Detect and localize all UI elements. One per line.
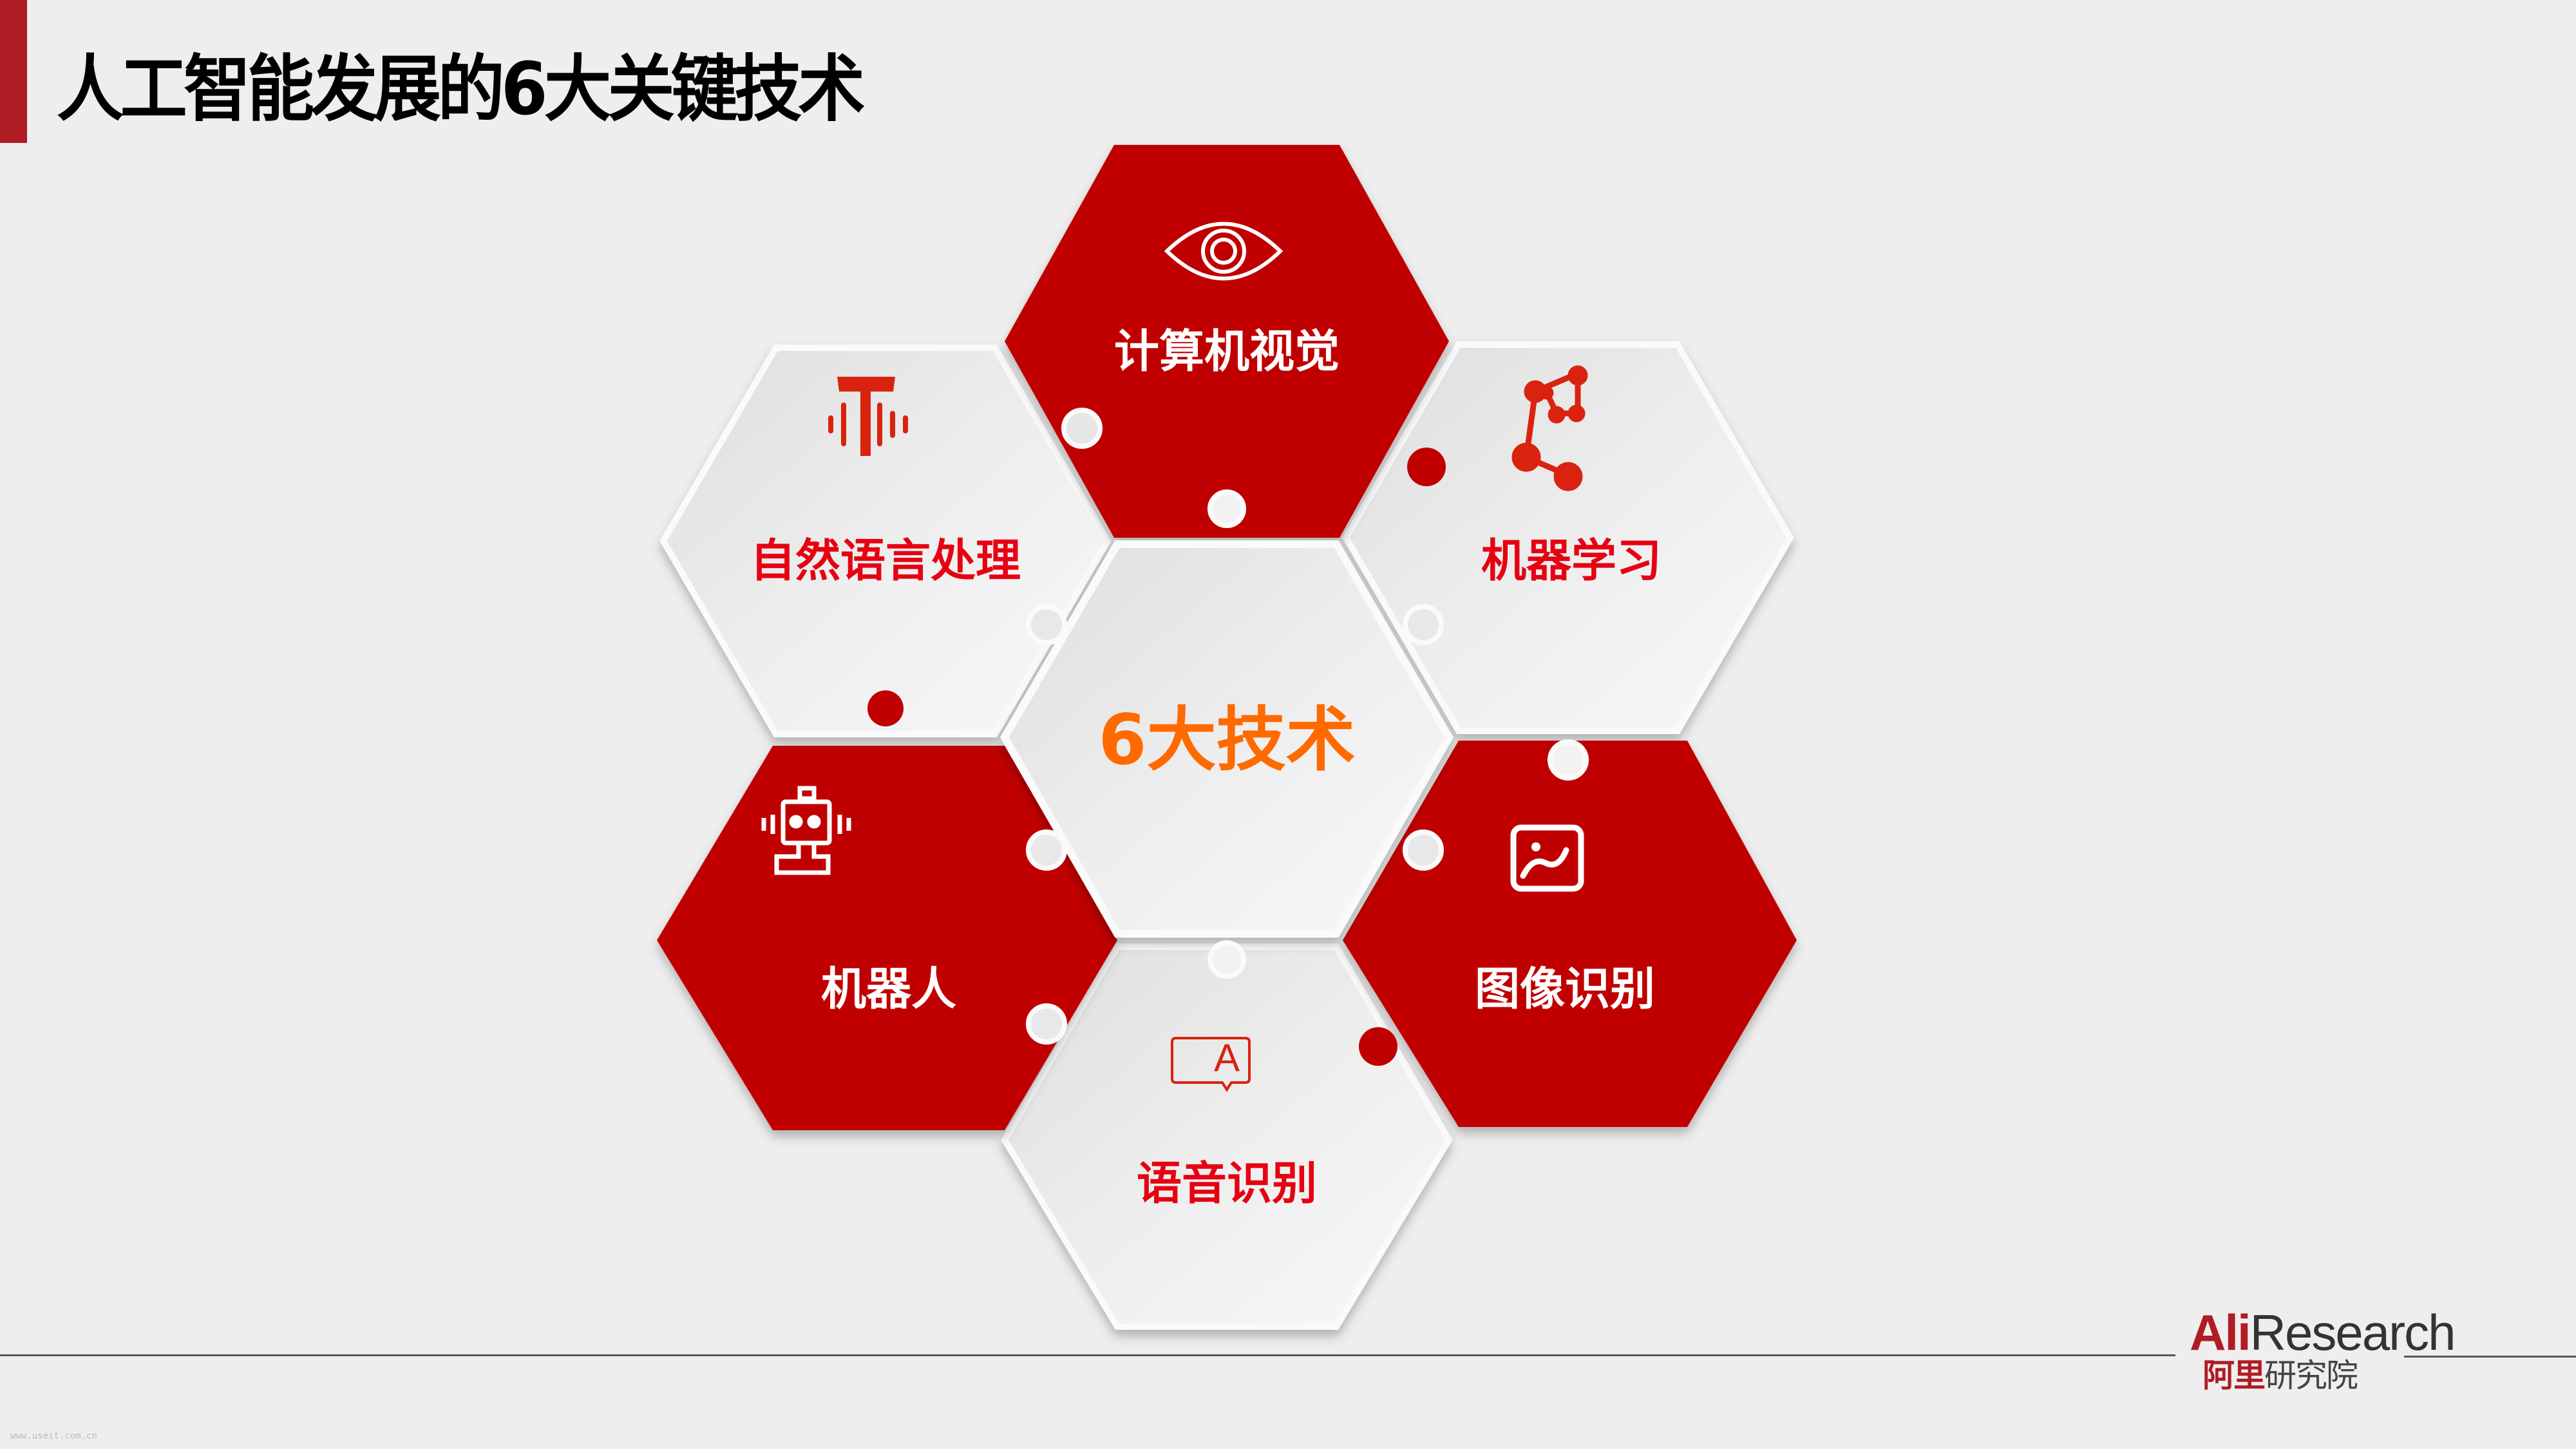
hex-natural-language-processing xyxy=(659,345,1112,737)
aliresearch-logo: AliResearch 阿里研究院 xyxy=(2190,1304,2456,1394)
logo-cn-accent: 阿里 xyxy=(2202,1357,2266,1394)
image-icon xyxy=(1510,824,1584,892)
hex-center xyxy=(1000,540,1454,938)
slide-title: 人工智能发展的6大关键技术 xyxy=(57,48,865,131)
footer-divider-right xyxy=(2404,1356,2576,1358)
speech-bubble-a-icon: A xyxy=(1171,1036,1251,1092)
logo-en-accent: Ali xyxy=(2190,1304,2251,1361)
center-label: 6大技术 xyxy=(1098,700,1356,781)
robot-icon xyxy=(761,786,851,875)
watermark: www.useit.com.cn xyxy=(10,1431,97,1441)
label-natural-language-processing: 自然语言处理 xyxy=(750,534,1021,587)
logo-cn-rest: 研究院 xyxy=(2264,1357,2358,1394)
hex-image-recognition xyxy=(1343,741,1797,1127)
label-speech-recognition: 语音识别 xyxy=(1137,1157,1317,1210)
network-nodes-icon xyxy=(1511,365,1588,491)
text-voice-icon xyxy=(828,377,908,456)
svg-text:A: A xyxy=(1214,1036,1240,1079)
puzzle-knobs xyxy=(867,408,1589,1066)
hex-computer-vision xyxy=(1005,145,1449,538)
title-accent-bar xyxy=(0,0,27,143)
logo-en-rest: Research xyxy=(2249,1304,2456,1361)
label-computer-vision: 计算机视觉 xyxy=(1114,325,1340,378)
hex-robot xyxy=(657,746,1117,1130)
hex-machine-learning xyxy=(1342,341,1794,734)
label-machine-learning: 机器学习 xyxy=(1481,534,1662,587)
footer-divider-left xyxy=(0,1354,2175,1356)
label-robot: 机器人 xyxy=(821,962,956,1016)
label-image-recognition: 图像识别 xyxy=(1475,962,1655,1016)
hex-speech-recognition xyxy=(1001,943,1453,1330)
eye-icon xyxy=(1164,222,1283,281)
